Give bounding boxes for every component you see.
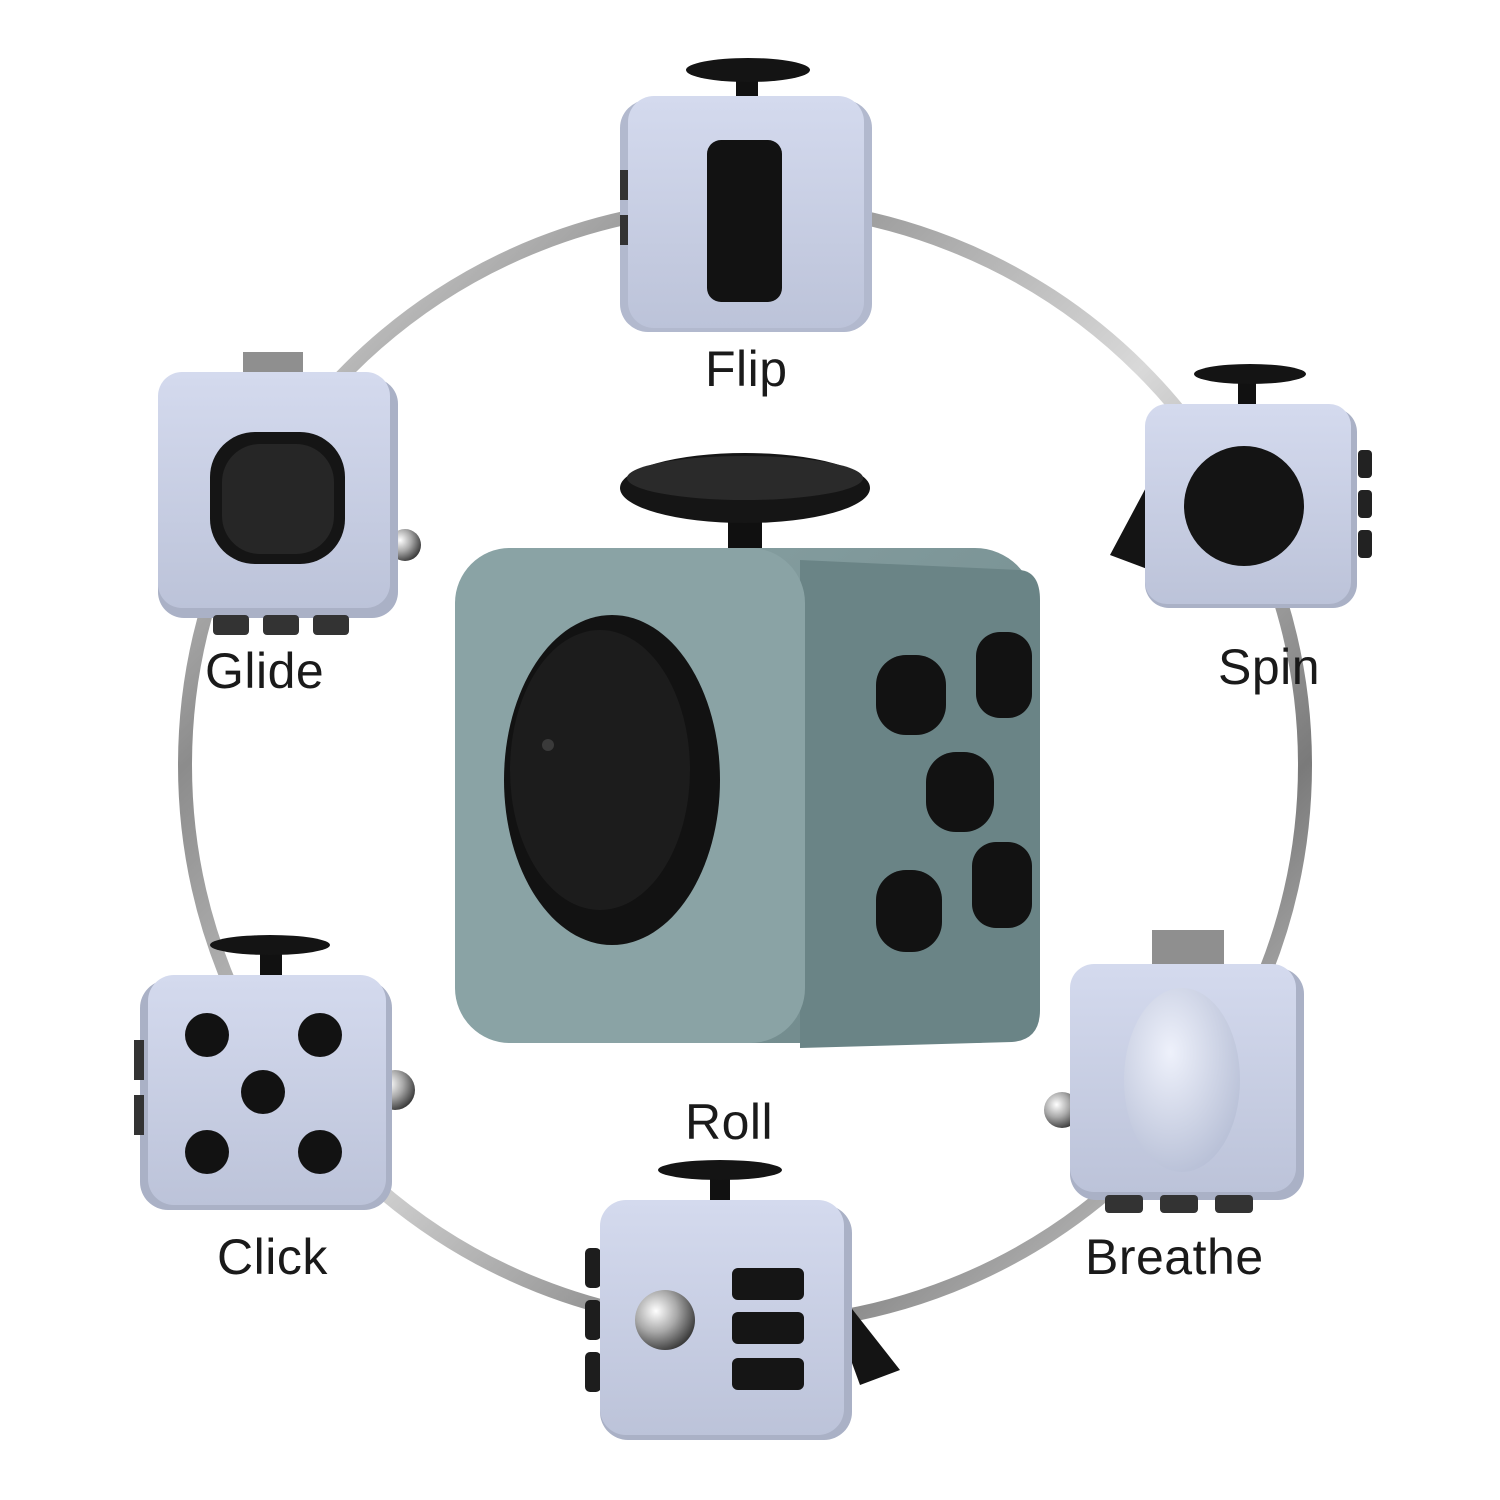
label-flip: Flip bbox=[705, 341, 788, 397]
breathe-dimple-icon bbox=[1124, 988, 1240, 1172]
click-buttons-icon bbox=[876, 632, 1032, 952]
flip-cube bbox=[620, 58, 872, 332]
click-buttons-icon bbox=[185, 1013, 342, 1174]
center-fidget-cube bbox=[455, 453, 1040, 1048]
label-glide: Glide bbox=[205, 643, 325, 699]
label-click: Click bbox=[217, 1229, 328, 1285]
rocker-switches-icon bbox=[732, 1268, 804, 1390]
label-roll: Roll bbox=[685, 1094, 774, 1150]
spin-cube bbox=[1110, 364, 1372, 608]
spin-dial-icon bbox=[1184, 446, 1304, 566]
click-cube bbox=[134, 935, 415, 1210]
roll-cube bbox=[585, 1160, 900, 1440]
glide-cube bbox=[158, 352, 421, 635]
flip-switch-icon bbox=[707, 140, 782, 302]
breathe-cube bbox=[1044, 930, 1304, 1213]
label-spin: Spin bbox=[1218, 639, 1321, 695]
label-breathe: Breathe bbox=[1085, 1229, 1264, 1285]
roller-ball-icon bbox=[635, 1290, 695, 1350]
